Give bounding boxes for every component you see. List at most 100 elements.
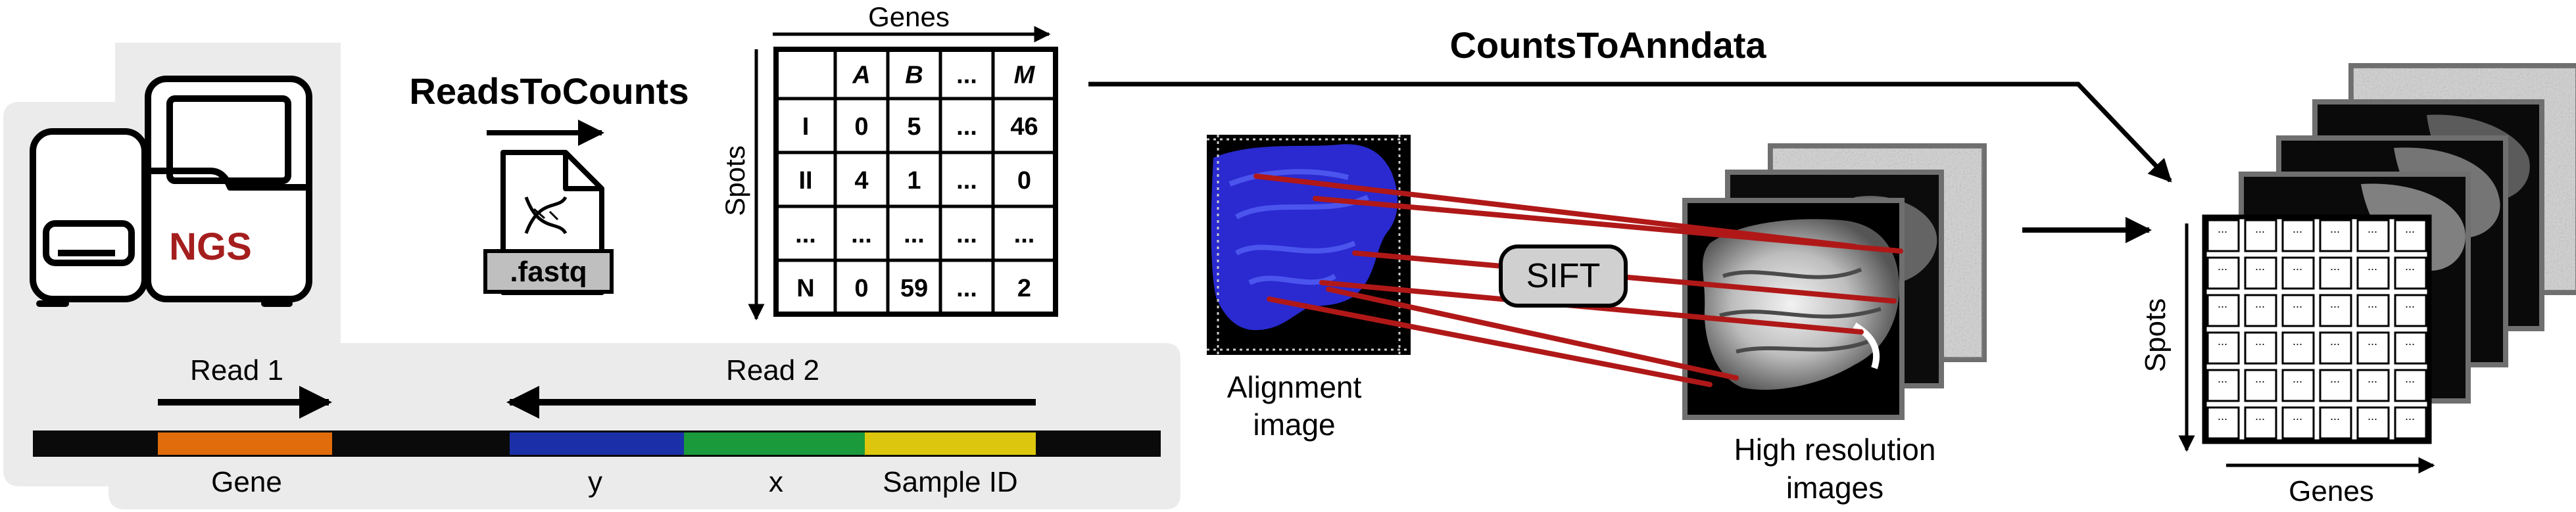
- anndata-cell-value: ...: [2255, 222, 2265, 235]
- anndata-cell-value: ...: [2368, 222, 2377, 235]
- matrix-value: 59: [900, 275, 928, 302]
- anndata-cell-value: ...: [2368, 409, 2377, 423]
- anndata-cell-value: ...: [2255, 372, 2265, 385]
- segment-label-gene: Gene: [211, 466, 282, 498]
- anndata-cell: [2356, 406, 2390, 440]
- anndata-cell: [2206, 331, 2240, 365]
- anndata-cell-value: ...: [2218, 372, 2227, 385]
- anndata-cell-value: ...: [2330, 409, 2340, 423]
- anndata-cell-value: ...: [2255, 335, 2265, 348]
- matrix-value: ...: [956, 167, 977, 195]
- segment-label-y: y: [588, 466, 602, 498]
- anndata-cell-value: ...: [2293, 335, 2302, 348]
- matrix-value: II: [798, 167, 812, 195]
- matrix-cell: [774, 47, 837, 101]
- anndata-cell-value: ...: [2405, 409, 2415, 423]
- high-res-label-line1: High resolution: [1734, 432, 1936, 467]
- anndata-cell-value: ...: [2405, 335, 2415, 348]
- anndata-cell-value: ...: [2405, 260, 2415, 273]
- anndata-cell: [2394, 331, 2427, 365]
- matrix-cell: [886, 151, 942, 208]
- anndata-cell-value: ...: [2218, 260, 2227, 273]
- sift-badge: [1499, 244, 1628, 308]
- matrix-header-cell: ...: [956, 62, 977, 89]
- ngs-label: NGS: [169, 225, 252, 268]
- matrix-genes-axis-label: Genes: [868, 1, 950, 32]
- y-segment: [510, 432, 684, 455]
- matrix-cell: [991, 151, 1057, 208]
- anndata-cell-value: ...: [2293, 409, 2302, 423]
- sift-match-lines: [1253, 174, 1903, 387]
- anndata-cell: [2281, 294, 2315, 327]
- high-res-label-line2: images: [1786, 471, 1883, 505]
- matrix-value: N: [796, 275, 814, 302]
- gene-segment: [158, 432, 332, 455]
- matrix-value: 2: [1017, 275, 1031, 302]
- anndata-cell: [2319, 256, 2352, 290]
- anndata-spots-axis-label: Spots: [2139, 298, 2172, 373]
- anndata-cell: [2244, 219, 2277, 252]
- anndata-cell: [2206, 219, 2240, 252]
- anndata-cell-value: ...: [2405, 372, 2415, 385]
- alignment-image-label-line2: image: [1253, 407, 1335, 442]
- anndata-cell-value: ...: [2368, 260, 2377, 273]
- anndata-cell-value: ...: [2218, 222, 2227, 235]
- sift-label: SIFT: [1526, 257, 1601, 295]
- matrix-value: ...: [956, 275, 977, 302]
- anndata-cell: [2281, 219, 2315, 252]
- counts-to-anndata-arrow: [1088, 81, 2172, 183]
- matrix-value: 0: [854, 113, 868, 141]
- anndata-cell-value: ...: [2255, 297, 2265, 310]
- matrix-value: 0: [854, 275, 868, 302]
- reads-to-counts-title: ReadsToCounts: [409, 70, 689, 112]
- anndata-cell: [2244, 256, 2277, 290]
- anndata-cell: [2356, 219, 2390, 252]
- anndata-cell-value: ...: [2330, 260, 2340, 273]
- matrix-value: I: [802, 113, 810, 141]
- anndata-cell: [2319, 369, 2352, 402]
- anndata-genes-axis-label: Genes: [2289, 475, 2374, 507]
- anndata-cell-value: ...: [2218, 297, 2227, 310]
- read2-label: Read 2: [726, 354, 819, 386]
- anndata-cell: [2394, 219, 2427, 252]
- alignment-image: [1207, 135, 1411, 355]
- anndata-cell: [2319, 294, 2352, 327]
- matrix-value: ...: [795, 221, 816, 248]
- anndata-cell-value: ...: [2405, 222, 2415, 235]
- anndata-cell: [2206, 294, 2240, 327]
- matrix-value: 46: [1010, 113, 1038, 141]
- anndata-cell: [2394, 256, 2427, 290]
- anndata-cell: [2319, 406, 2352, 440]
- anndata-cell: [2394, 369, 2427, 402]
- anndata-cell-value: ...: [2293, 222, 2302, 235]
- matrix-value: 4: [854, 167, 868, 195]
- anndata-cell-value: ...: [2330, 222, 2340, 235]
- anndata-cell: [2356, 256, 2390, 290]
- matrix-value: ...: [1014, 221, 1035, 248]
- anndata-matrix-grid: ........................................…: [2202, 214, 2432, 444]
- sample-id-segment: [865, 432, 1036, 455]
- anndata-cell-value: ...: [2218, 409, 2227, 423]
- anndata-cell: [2281, 369, 2315, 402]
- anndata-cell: [2206, 369, 2240, 402]
- anndata-cell: [2244, 331, 2277, 365]
- anndata-cell: [2394, 406, 2427, 440]
- matrix-header-cell: M: [1014, 62, 1036, 89]
- anndata-cell-value: ...: [2293, 297, 2302, 310]
- matrix-value: 5: [907, 113, 921, 141]
- matrix-value: ...: [956, 113, 977, 141]
- matrix-cell: [833, 151, 890, 208]
- matrix-value: ...: [956, 221, 977, 248]
- anndata-cell-value: ...: [2218, 335, 2227, 348]
- anndata-cell-value: ...: [2368, 372, 2377, 385]
- matrix-header-cell: A: [852, 62, 870, 89]
- anndata-cell: [2394, 294, 2427, 327]
- matrix-value: 0: [1017, 167, 1031, 195]
- x-segment: [684, 432, 865, 455]
- anndata-cell-value: ...: [2330, 335, 2340, 348]
- matrix-value: ...: [904, 221, 925, 248]
- anndata-cell: [2281, 331, 2315, 365]
- anndata-cell: [2281, 406, 2315, 440]
- anndata-cell: [2206, 406, 2240, 440]
